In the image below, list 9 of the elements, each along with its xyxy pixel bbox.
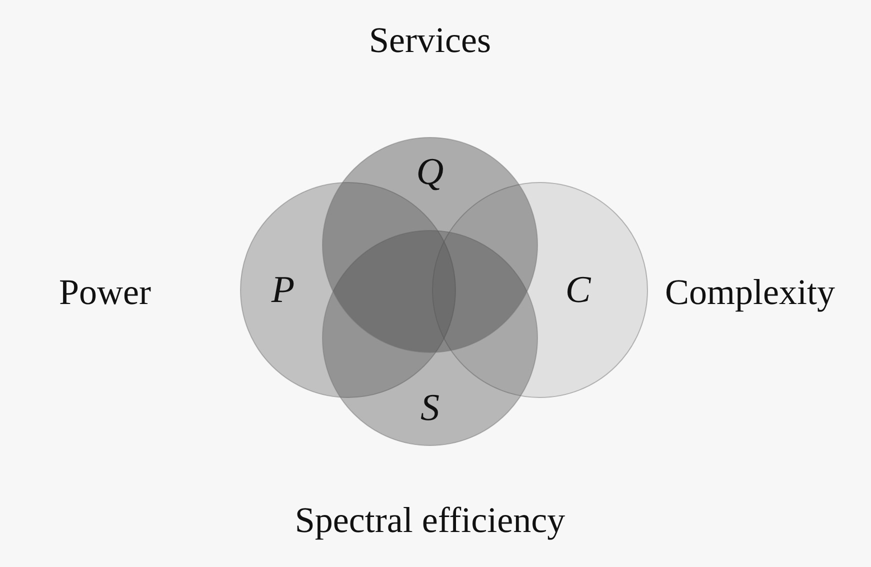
category-label: Power — [59, 274, 151, 310]
category-label: Complexity — [665, 274, 835, 310]
variable-label: P — [271, 271, 295, 309]
variable-label: S — [420, 389, 440, 427]
variable-label: C — [565, 271, 591, 309]
variable-label: Q — [416, 153, 444, 191]
category-label: Spectral efficiency — [294, 502, 566, 538]
venn-circle — [322, 137, 538, 353]
category-label: Services — [369, 22, 491, 58]
